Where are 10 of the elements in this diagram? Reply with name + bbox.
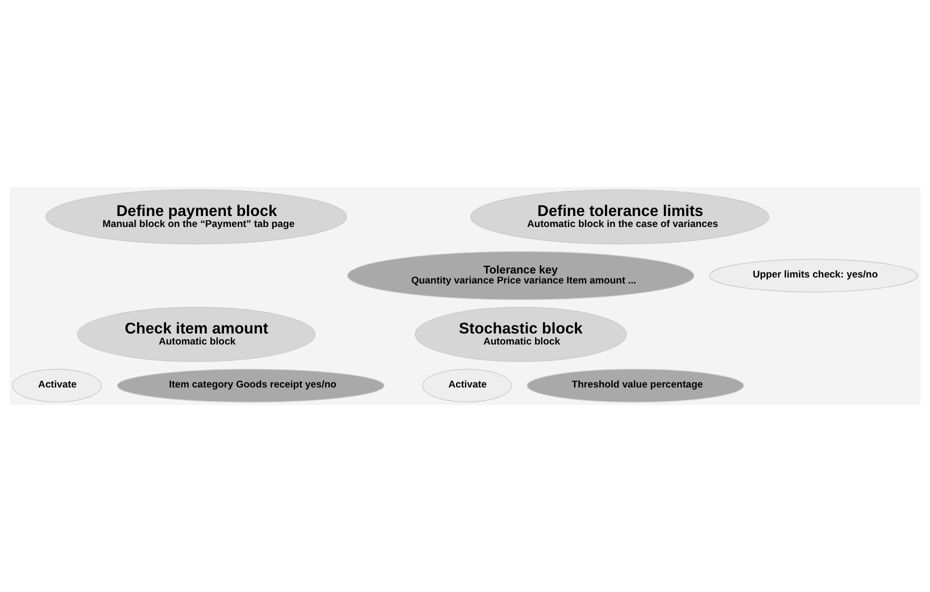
node-ellipse: Activate (12, 368, 102, 402)
node-ellipse: Activate (422, 368, 512, 402)
node-ellipse: Define tolerance limits Automatic block in the case of variances (470, 189, 770, 244)
node-ellipse: Item category Goods receipt yes/no (116, 368, 384, 402)
node-ellipse: Stochastic block Automatic block (414, 306, 627, 362)
node-ellipse: Tolerance key Quantity variance Price variance Item amount ... (347, 251, 694, 300)
node-ellipse: Upper limits check: yes/no (709, 258, 918, 292)
node-ellipse: Threshold value percentage (526, 368, 744, 402)
node-ellipse: Define payment block Manual block on the “Payment” tab page (46, 189, 347, 244)
node-ellipse: Check item amount Automatic block (77, 306, 316, 362)
